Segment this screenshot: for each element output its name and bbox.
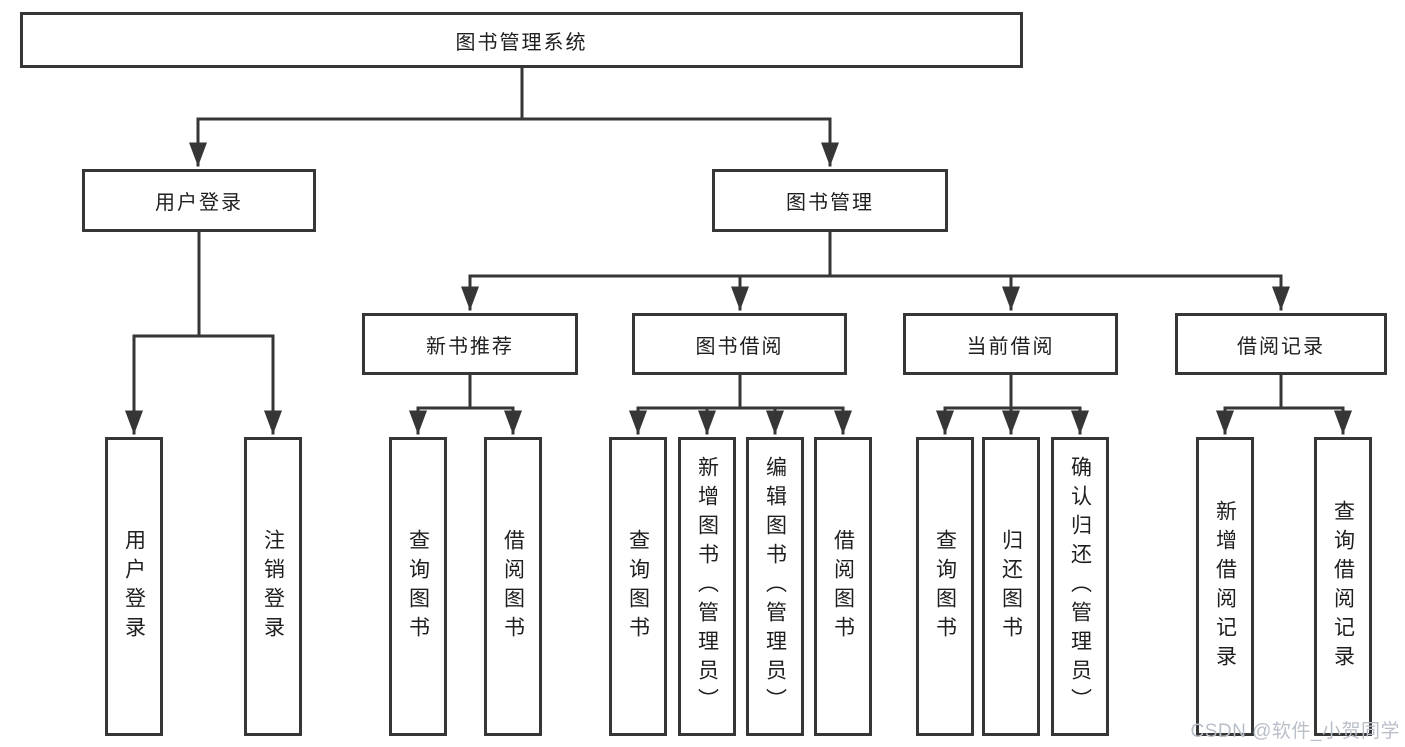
node-label: 查询图书 [406,528,430,645]
leaf-edit-books-admin: 编辑图书（管理员） [746,437,804,736]
leaf-query-borrow-record: 查询借阅记录 [1314,437,1372,736]
leaf-logout: 注销登录 [244,437,302,736]
node-label: 注销登录 [261,528,285,645]
leaf-query-books-current: 查询图书 [916,437,974,736]
node-label: 确认归还（管理员） [1068,456,1092,717]
leaf-borrow-books-recommend: 借阅图书 [484,437,542,736]
node-label: 用户登录 [122,528,146,645]
leaf-confirm-return-admin: 确认归还（管理员） [1051,437,1109,736]
node-label: 借阅记录 [1237,335,1325,358]
node-label: 图书借阅 [695,335,784,358]
node-book-management: 图书管理 [712,169,948,232]
node-current-borrow: 当前借阅 [903,313,1118,375]
leaf-user-login: 用户登录 [105,437,163,736]
leaf-query-books-recommend: 查询图书 [389,437,447,736]
node-label: 用户登录 [155,192,243,214]
node-label: 查询图书 [933,528,957,645]
leaf-add-borrow-record: 新增借阅记录 [1196,437,1254,736]
node-user-login: 用户登录 [82,169,316,232]
leaf-return-books: 归还图书 [982,437,1040,736]
node-label: 查询图书 [626,528,650,645]
node-label: 图书管理系统 [455,31,588,54]
leaf-add-books-admin: 新增图书（管理员） [678,437,736,736]
node-label: 归还图书 [999,528,1023,645]
node-label: 查询借阅记录 [1331,499,1355,674]
leaf-query-books-borrow: 查询图书 [609,437,667,736]
node-label: 借阅图书 [831,528,855,645]
node-label: 新增图书（管理员） [695,456,719,717]
node-label: 图书管理 [786,192,874,214]
node-label: 当前借阅 [966,335,1055,358]
leaf-borrow-books: 借阅图书 [814,437,872,736]
node-new-book-recommend: 新书推荐 [362,313,578,375]
node-borrow-records: 借阅记录 [1175,313,1387,375]
node-label: 借阅图书 [501,528,525,645]
node-label: 新书推荐 [426,335,514,358]
node-label: 编辑图书（管理员） [763,456,787,717]
node-book-borrow: 图书借阅 [632,313,847,375]
node-label: 新增借阅记录 [1213,499,1237,674]
watermark-text: CSDN @软件_小贺同学 [1190,721,1400,742]
node-book-management-system: 图书管理系统 [20,12,1023,68]
